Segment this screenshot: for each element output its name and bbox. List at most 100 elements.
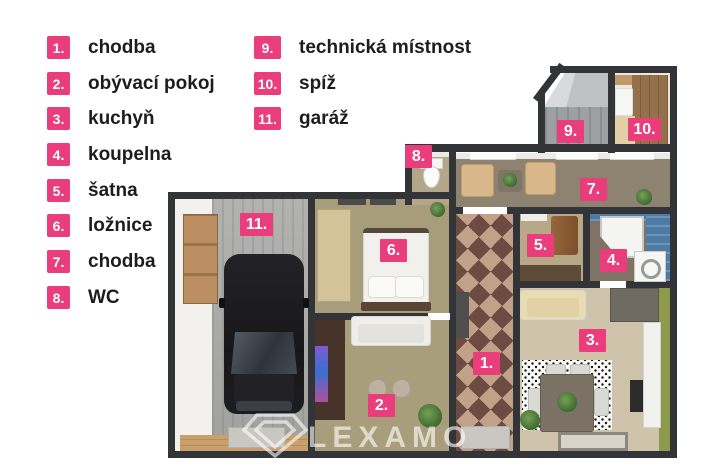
car-windshield xyxy=(231,332,297,374)
kitchen-accent-wall xyxy=(659,288,670,451)
plan-badge-10: 10. xyxy=(628,118,661,141)
bed-pillow xyxy=(395,276,424,298)
oven xyxy=(630,380,645,412)
legend-item-5: 5.šatna xyxy=(47,179,138,202)
wall xyxy=(405,144,677,152)
living-sofa xyxy=(351,316,431,346)
pantry-shelf xyxy=(615,75,635,85)
room-garage xyxy=(175,199,309,451)
hall-cabinet xyxy=(456,292,469,338)
car-mirror-right xyxy=(303,298,309,308)
kitchen-rug xyxy=(558,432,628,451)
legend-badge-5: 5. xyxy=(47,179,70,202)
car-mirror-left xyxy=(219,298,225,308)
sofa-seat xyxy=(527,298,579,317)
washing-machine xyxy=(634,251,666,282)
kitchen-counter xyxy=(610,288,659,322)
legend-item-1: 1.chodba xyxy=(47,36,156,59)
legend-item-9: 9.technická místnost xyxy=(254,36,471,59)
sofa-seat xyxy=(358,324,424,343)
legend-item-3: 3.kuchyň xyxy=(47,107,155,130)
legend-item-2: 2.obývací pokoj xyxy=(47,72,215,95)
wall xyxy=(583,214,590,288)
garage-cabinets xyxy=(183,214,218,304)
bed-footboard xyxy=(363,228,429,233)
legend-item-7: 7.chodba xyxy=(47,250,156,273)
plan-badge-4: 4. xyxy=(600,249,627,272)
plant xyxy=(430,202,445,217)
closet-bench xyxy=(520,265,581,281)
wall xyxy=(405,144,412,205)
legend-badge-8: 8. xyxy=(47,286,70,309)
tv-screen xyxy=(315,346,328,402)
legend-badge-3: 3. xyxy=(47,107,70,130)
car-rear-window xyxy=(236,401,292,411)
bedroom-window xyxy=(370,199,396,205)
pouf xyxy=(368,379,387,398)
plan-badge-11: 11. xyxy=(240,213,273,236)
plan-badge-6: 6. xyxy=(380,239,407,262)
bed xyxy=(361,228,431,311)
legend-badge-11: 11. xyxy=(254,107,281,130)
closet-cabinet xyxy=(551,216,578,255)
pantry-fixture xyxy=(615,88,633,116)
wall xyxy=(513,207,520,458)
hallway-armchair xyxy=(461,164,494,197)
bedroom-wardrobe xyxy=(317,209,351,302)
door xyxy=(610,153,654,159)
legend-badge-2: 2. xyxy=(47,72,70,95)
legend-badge-10: 10. xyxy=(254,72,281,95)
car xyxy=(219,254,309,414)
door xyxy=(556,153,598,159)
wall xyxy=(449,207,677,214)
room-hallway xyxy=(456,153,670,207)
toilet-icon xyxy=(423,166,440,188)
car-roof xyxy=(234,374,294,404)
bed-headboard xyxy=(361,302,431,311)
door-opening xyxy=(600,281,626,288)
room-living xyxy=(315,316,449,451)
room-kitchen xyxy=(520,288,670,451)
legend-item-10: 10.spíž xyxy=(254,72,336,95)
plant xyxy=(636,189,652,205)
plan-badge-8: 8. xyxy=(405,145,432,168)
legend-item-11: 11.garáž xyxy=(254,107,349,130)
watermark-text: LEXAMO xyxy=(308,421,473,454)
hallway-armchair xyxy=(525,162,556,195)
legend-item-8: 8.WC xyxy=(47,286,120,309)
bed-pillow xyxy=(368,276,397,298)
legend-item-6: 6.ložnice xyxy=(47,214,152,237)
room-utility xyxy=(545,73,608,146)
dining-chair xyxy=(594,388,609,416)
legend-badge-6: 6. xyxy=(47,214,70,237)
wall xyxy=(670,66,677,458)
plan-badge-9: 9. xyxy=(557,120,584,143)
entry-mat xyxy=(461,426,510,449)
wall xyxy=(308,192,315,458)
door xyxy=(470,153,516,159)
legend-badge-7: 7. xyxy=(47,250,70,273)
legend-badge-4: 4. xyxy=(47,143,70,166)
pouf xyxy=(392,379,411,398)
kitchen-bench-sofa xyxy=(520,290,586,320)
wall xyxy=(168,451,677,458)
door-opening xyxy=(428,313,450,320)
wall xyxy=(513,281,677,288)
wall xyxy=(538,92,545,153)
plant xyxy=(503,173,517,187)
plan-badge-2: 2. xyxy=(368,394,395,417)
legend-badge-9: 9. xyxy=(254,36,281,59)
plant xyxy=(557,392,577,412)
plan-badge-1: 1. xyxy=(473,352,500,375)
plan-badge-5: 5. xyxy=(527,234,554,257)
wall xyxy=(608,66,615,153)
plant xyxy=(520,410,540,430)
plan-badge-3: 3. xyxy=(579,329,606,352)
plan-badge-7: 7. xyxy=(580,178,607,201)
room-bathroom xyxy=(590,214,670,282)
bedroom-window xyxy=(338,199,366,205)
watermark-diamond-icon xyxy=(241,413,309,459)
wall xyxy=(168,192,175,458)
room-hall-entry xyxy=(456,214,513,451)
